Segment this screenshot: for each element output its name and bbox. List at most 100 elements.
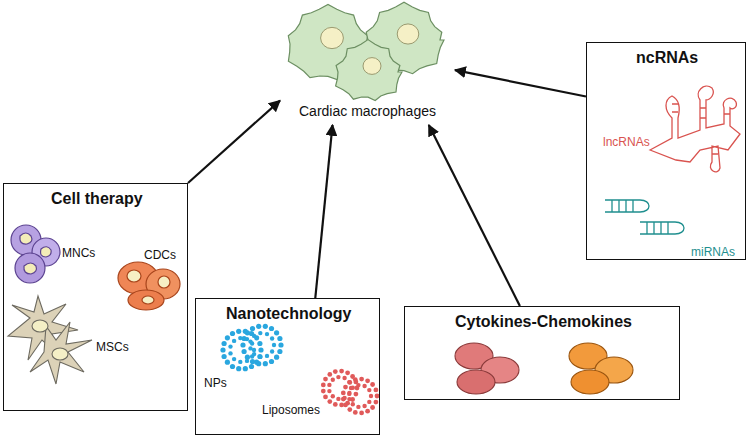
nanoparticle — [269, 359, 274, 364]
macrophage-cell — [288, 2, 444, 100]
nanoparticle — [245, 359, 249, 363]
liposome — [347, 391, 351, 395]
item-label: NPs — [204, 376, 227, 390]
item-label: CDCs — [144, 248, 176, 262]
liposome — [356, 383, 360, 387]
nanoparticle — [243, 366, 248, 371]
nanoparticle — [274, 355, 279, 360]
arrow-connector — [455, 70, 586, 96]
liposome — [365, 409, 370, 414]
nanoparticle — [263, 361, 268, 366]
liposome — [347, 397, 351, 401]
liposome — [347, 407, 352, 412]
item-label: MNCs — [62, 246, 95, 260]
nanoparticle — [250, 359, 255, 364]
liposome — [351, 402, 355, 406]
nanoparticle — [252, 334, 256, 338]
item-label: miRNAs — [691, 245, 735, 259]
nanoparticle — [265, 332, 269, 336]
nanoparticle — [269, 326, 274, 331]
liposome — [327, 372, 332, 377]
liposome — [356, 405, 360, 409]
chemokine — [569, 343, 633, 394]
item-label: Liposomes — [262, 403, 320, 417]
nanoparticle — [240, 342, 245, 347]
liposome — [374, 388, 379, 393]
nanoparticle — [278, 342, 283, 347]
nanoparticle — [230, 331, 235, 336]
macrophage-cell — [321, 27, 344, 48]
nanoparticle — [222, 354, 227, 359]
nanoparticle — [228, 344, 232, 348]
liposome — [336, 375, 340, 379]
nanoparticle — [272, 343, 276, 347]
group-box: ncRNAslncRNAsmiRNAs — [586, 42, 746, 260]
group-box: Cytokines-Chemokines — [404, 306, 680, 400]
liposome — [354, 392, 359, 397]
liposome — [362, 384, 366, 388]
liposome — [367, 400, 371, 404]
nanoparticle — [220, 324, 283, 372]
liposome — [369, 394, 373, 398]
group-box: NanotechnologyNPsLiposomes — [195, 298, 380, 435]
liposome — [327, 389, 331, 393]
nanoparticle — [225, 335, 230, 340]
nanoparticle — [274, 330, 279, 335]
nanoparticle — [242, 349, 247, 354]
liposome — [342, 376, 346, 380]
group-box: Cell therapyMNCsCDCsMSCs — [3, 183, 188, 411]
liposome — [321, 383, 326, 388]
nanoparticle — [258, 331, 262, 335]
liposome — [370, 405, 375, 410]
mononuclear-cell — [11, 225, 60, 283]
nanoparticle — [258, 355, 262, 359]
nanoparticle — [248, 339, 252, 343]
liposome — [351, 386, 355, 390]
liposome — [353, 410, 358, 415]
nanoparticle — [252, 352, 256, 356]
nanoparticle — [270, 336, 274, 340]
liposome — [331, 394, 335, 398]
liposome — [343, 385, 348, 390]
liposome — [327, 383, 331, 387]
macrophage-cell — [397, 24, 419, 44]
liposome — [347, 392, 351, 396]
liposome — [374, 400, 379, 405]
macrophage-cell — [363, 58, 381, 75]
liposome — [339, 369, 344, 374]
liposome — [353, 377, 358, 382]
liposome — [321, 389, 326, 394]
item-label: lncRNAs — [603, 135, 650, 149]
liposome — [370, 382, 375, 387]
nanoparticle — [228, 351, 232, 355]
cell-label: Cardiac macrophages — [299, 103, 436, 119]
nanoparticle — [232, 339, 236, 343]
liposome — [323, 377, 328, 382]
liposome — [365, 378, 370, 383]
nanoparticle — [277, 349, 282, 354]
liposome — [333, 369, 338, 374]
liposome — [342, 396, 346, 400]
arrow-connector — [429, 125, 520, 306]
arrow-connector — [315, 125, 332, 298]
nanoparticle — [222, 341, 227, 346]
nanoparticle — [248, 346, 252, 350]
cytokine — [455, 343, 519, 394]
nanoparticle — [250, 326, 255, 331]
liposome — [336, 397, 340, 401]
nanoparticle — [238, 360, 242, 364]
nanoparticle — [270, 349, 274, 353]
nanoparticle — [249, 364, 254, 369]
stromal-cell — [8, 296, 92, 384]
liposome — [345, 370, 350, 375]
item-label: MSCs — [96, 340, 129, 354]
liposome — [359, 377, 364, 382]
liposome — [341, 391, 346, 396]
nanoparticle — [277, 336, 282, 341]
liposome — [347, 380, 351, 384]
liposome — [331, 378, 335, 382]
nanoparticle — [258, 347, 263, 352]
liposome — [333, 402, 338, 407]
nanoparticle — [256, 324, 261, 329]
nanoparticle — [236, 329, 241, 334]
